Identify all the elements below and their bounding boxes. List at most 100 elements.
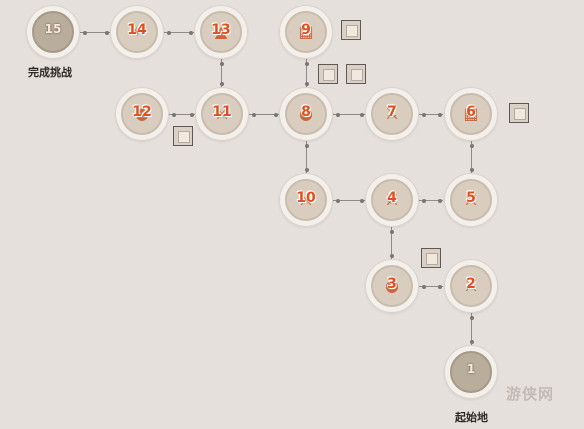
shop-emblem-icon: ▦ [463, 103, 479, 123]
stage-node-9[interactable]: ▦ 9 [279, 5, 333, 59]
path-8-7 [333, 114, 365, 115]
start-label: 起始地 [455, 411, 488, 424]
node-ring [371, 265, 413, 307]
path-dot [360, 199, 364, 203]
event-emblem-icon: ● [385, 275, 399, 295]
node-ring [32, 11, 74, 53]
path-dot [470, 340, 474, 344]
stage-node-11[interactable]: ⚔ 11 [195, 87, 249, 141]
path-13-11 [221, 59, 222, 87]
path-10-4 [333, 200, 365, 201]
stage-node-7[interactable]: ⚔ 7 [365, 87, 419, 141]
node-ring [285, 11, 327, 53]
node-ring [450, 351, 492, 393]
elite-emblem-icon: ▲ [214, 21, 228, 41]
path-6-5 [471, 141, 472, 173]
finish-label: 完成挑战 [28, 66, 72, 79]
path-dot [305, 82, 309, 86]
stage-node-3[interactable]: ● 3 [365, 259, 419, 313]
stage-node-15[interactable]: 15 [26, 5, 80, 59]
path-2-1 [471, 313, 472, 345]
stage-node-14[interactable]: ✦ 14 [110, 5, 164, 59]
path-dot [190, 113, 194, 117]
stage-number: 1 [466, 362, 476, 376]
stage-node-4[interactable]: ⚔ 4 [365, 173, 419, 227]
stage-number: 5 [466, 190, 476, 206]
stage-number: 11 [212, 104, 232, 120]
boss-emblem-icon: ✦ [130, 21, 144, 41]
path-dot [220, 82, 224, 86]
path-dot [252, 113, 256, 117]
crossed-swords-icon: ⚔ [384, 103, 400, 123]
stage-node-10[interactable]: ⚔ 10 [279, 173, 333, 227]
path-dot [336, 113, 340, 117]
stage-node-13[interactable]: ▲ 13 [194, 5, 248, 59]
path-dot [438, 113, 442, 117]
stage-node-6[interactable]: ▦ 6 [444, 87, 498, 141]
stage-number: 4 [387, 190, 397, 206]
node-ring [450, 265, 492, 307]
node-ring [371, 179, 413, 221]
path-8-10 [306, 141, 307, 173]
node-ring [200, 11, 242, 53]
treasure-chest-icon[interactable] [509, 103, 529, 123]
path-dot [470, 144, 474, 148]
stage-number: 2 [466, 276, 476, 292]
path-dot [422, 285, 426, 289]
node-ring [371, 93, 413, 135]
treasure-chest-icon[interactable] [346, 64, 366, 84]
treasure-chest-icon[interactable] [318, 64, 338, 84]
path-7-6 [419, 114, 443, 115]
event-emblem-icon: ● [135, 103, 149, 123]
path-dot [305, 168, 309, 172]
stage-number: 9 [301, 22, 311, 38]
path-dot [470, 168, 474, 172]
stage-node-2[interactable]: ⚔ 2 [444, 259, 498, 313]
path-4-5 [419, 200, 443, 201]
path-dot [189, 31, 193, 35]
node-ring [201, 93, 243, 135]
path-dot [220, 62, 224, 66]
stage-node-1[interactable]: 1 [444, 345, 498, 399]
crossed-swords-icon: ⚔ [463, 275, 479, 295]
path-dot [83, 31, 87, 35]
stage-number: 7 [387, 104, 397, 120]
stage-number: 10 [296, 190, 316, 206]
stage-node-8[interactable]: ● 8 [279, 87, 333, 141]
event-emblem-icon: ● [299, 103, 313, 123]
crossed-swords-icon: ⚔ [214, 103, 230, 123]
path-dot [390, 230, 394, 234]
path-dot [105, 31, 109, 35]
node-ring [121, 93, 163, 135]
treasure-chest-icon[interactable] [173, 126, 193, 146]
stage-node-5[interactable]: ⚔ 5 [444, 173, 498, 227]
path-3-2 [419, 286, 443, 287]
crossed-swords-icon: ⚔ [463, 189, 479, 209]
stage-node-12[interactable]: ● 12 [115, 87, 169, 141]
path-9-8 [306, 59, 307, 87]
path-dot [305, 62, 309, 66]
path-dot [360, 113, 364, 117]
crossed-swords-icon: ⚔ [384, 189, 400, 209]
path-dot [172, 113, 176, 117]
shop-emblem-icon: ▦ [298, 21, 314, 41]
path-dot [274, 113, 278, 117]
path-dot [305, 144, 309, 148]
path-dot [422, 199, 426, 203]
stage-number: 13 [211, 22, 231, 38]
treasure-chest-icon[interactable] [421, 248, 441, 268]
path-dot [438, 199, 442, 203]
stage-number: 14 [127, 22, 147, 38]
node-ring [450, 93, 492, 135]
path-dot [438, 285, 442, 289]
stage-number: 8 [301, 104, 311, 120]
treasure-chest-icon[interactable] [341, 20, 361, 40]
stage-number: 6 [466, 104, 476, 120]
stage-number: 15 [44, 22, 62, 36]
path-15-14 [80, 32, 110, 33]
node-ring [450, 179, 492, 221]
path-dot [167, 31, 171, 35]
path-dot [422, 113, 426, 117]
path-dot [336, 199, 340, 203]
